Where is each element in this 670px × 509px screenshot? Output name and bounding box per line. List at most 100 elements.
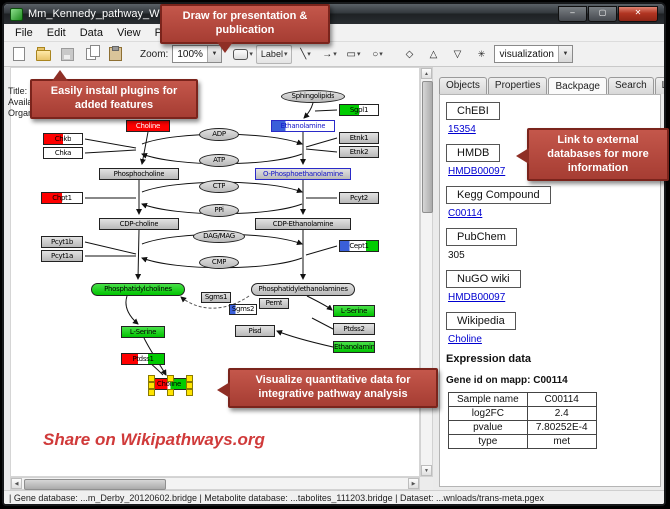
paste-button[interactable]	[104, 44, 126, 65]
rectangle-tool-button[interactable]	[342, 44, 364, 65]
template-inhibition-button[interactable]	[446, 44, 468, 65]
scroll-down-arrow-icon[interactable]	[421, 465, 432, 476]
scroll-left-arrow-icon[interactable]	[11, 478, 22, 489]
pathway-node-ctp[interactable]: CTP	[199, 180, 239, 193]
horizontal-scroll-thumb[interactable]	[24, 479, 166, 490]
pathway-node-choline[interactable]: Choline	[148, 375, 193, 396]
selection-handle[interactable]	[186, 382, 193, 389]
pathway-node-o-phosphoethanolamine[interactable]: O-Phosphoethanolamine	[255, 168, 351, 180]
backpage-value-kegg-compound[interactable]: C00114	[448, 208, 483, 219]
share-annotation-text: Share on Wikipathways.org	[43, 430, 265, 449]
pathway-node-l-serine[interactable]: L-Serine	[121, 326, 165, 338]
pathway-node-phosphatidylcholines[interactable]: Phosphatidylcholines	[91, 283, 185, 296]
scroll-right-arrow-icon[interactable]	[408, 478, 419, 489]
pathway-node-sphingolipids[interactable]: Sphingolipids	[281, 90, 345, 103]
pathway-node-ptdss2[interactable]: Ptdss2	[333, 323, 375, 335]
selection-handle[interactable]	[167, 389, 174, 396]
close-button[interactable]	[618, 6, 658, 22]
backpage-value-wikipedia[interactable]: Choline	[448, 334, 482, 345]
template-receptor-button[interactable]	[422, 44, 444, 65]
pathway-node-ptdss1[interactable]: Ptdss1	[121, 353, 165, 365]
selection-handle[interactable]	[148, 382, 155, 389]
pathway-node-pisd[interactable]: Pisd	[235, 325, 275, 337]
node-label: O-Phosphoethanolamine	[263, 170, 343, 178]
tab-objects[interactable]: Objects	[439, 77, 487, 94]
selection-handle[interactable]	[148, 375, 155, 382]
table-cell: pvalue	[448, 420, 528, 435]
app-icon	[10, 7, 23, 21]
menu-edit[interactable]: Edit	[46, 26, 66, 39]
pathway-node-choline[interactable]: Choline	[126, 120, 170, 132]
vertical-scroll-thumb[interactable]	[422, 81, 433, 213]
new-file-button[interactable]	[8, 44, 30, 65]
pathway-node-cdp-choline[interactable]: CDP-choline	[99, 218, 179, 230]
table-cell: C00114	[526, 392, 597, 407]
pathway-node-chka[interactable]: Chka	[43, 147, 83, 159]
pathway-node-cept1[interactable]: Cept1	[339, 240, 379, 252]
backpage-header-pubchem: PubChem	[446, 228, 517, 246]
line-tool-button[interactable]	[294, 44, 316, 65]
selection-handle[interactable]	[167, 375, 174, 382]
copy-button[interactable]	[80, 44, 102, 65]
pathway-node-l-serine[interactable]: L-Serine	[333, 305, 375, 317]
pathway-node-sgpl1[interactable]: Sgpl1	[339, 104, 379, 116]
backpage-value-chebi[interactable]: 15354	[448, 124, 476, 135]
label-tool-button[interactable]: Label	[255, 44, 293, 64]
pathway-node-phosphatidylethanolamines[interactable]: Phosphatidylethanolamines	[251, 283, 355, 296]
scroll-up-arrow-icon[interactable]	[421, 68, 432, 79]
tab-backpage[interactable]: Backpage	[548, 77, 607, 94]
pathway-node-adp[interactable]: ADP	[199, 128, 239, 141]
pathway-node-atp[interactable]: ATP	[199, 154, 239, 167]
visualization-combobox[interactable]: visualization	[494, 45, 573, 63]
menu-view[interactable]: View	[116, 26, 141, 39]
titlebar[interactable]: Mm_Kennedy_pathway_WP1771_45176.gpml	[4, 4, 664, 24]
ellipse-tool-button[interactable]	[366, 44, 388, 65]
pathway-node-dag-mag[interactable]: DAG/MAG	[193, 230, 245, 243]
pathway-node-sgms1[interactable]: Sgms1	[201, 292, 231, 303]
pathway-node-pemt[interactable]: Pemt	[259, 298, 289, 309]
pathway-node-ethanolamine[interactable]: Ethanolamine	[271, 120, 335, 132]
callout-visualize: Visualize quantitative data for integrat…	[217, 368, 438, 408]
pathway-node-phosphocholine[interactable]: Phosphocholine	[99, 168, 179, 180]
backpage-value-hmdb[interactable]: HMDB00097	[448, 166, 506, 177]
selection-handle[interactable]	[148, 389, 155, 396]
backpage-value-nugo-wiki[interactable]: HMDB00097	[448, 292, 506, 303]
pathway-node-ppi[interactable]: PPi	[199, 204, 239, 217]
pathway-node-etnk2[interactable]: Etnk2	[339, 146, 379, 158]
pathway-node-cdp-ethanolamine[interactable]: CDP-Ethanolamine	[255, 218, 351, 230]
pathway-node-chpt1[interactable]: Chpt1	[41, 192, 83, 204]
arrow-tool-button[interactable]	[318, 44, 340, 65]
node-label: Sphingolipids	[291, 92, 335, 100]
pathway-node-pcyt2[interactable]: Pcyt2	[339, 192, 379, 204]
menu-file[interactable]: File	[15, 26, 33, 39]
pathway-node-pcyt1b[interactable]: Pcyt1b	[41, 236, 83, 248]
pathway-node-ethanolamine[interactable]: Ethanolamine	[333, 341, 375, 353]
node-label: Ptdss2	[343, 325, 365, 333]
template-catalysis-button[interactable]	[470, 44, 492, 65]
canvas-horizontal-scrollbar[interactable]	[10, 477, 420, 490]
pathway-node-cmp[interactable]: CMP	[199, 256, 239, 269]
chevron-down-icon[interactable]	[557, 46, 572, 62]
canvas-vertical-scrollbar[interactable]	[420, 67, 433, 477]
minimize-button[interactable]	[558, 6, 587, 22]
node-label: Pisd	[248, 327, 262, 335]
save-button[interactable]	[56, 44, 78, 65]
datanode-tool-button[interactable]	[232, 44, 254, 65]
tab-legend[interactable]: Legend	[654, 77, 664, 94]
tab-search[interactable]: Search	[607, 77, 654, 94]
open-button[interactable]	[32, 44, 54, 65]
tab-properties[interactable]: Properties	[487, 77, 548, 94]
template-ligand-button[interactable]	[398, 44, 420, 65]
pathway-node-etnk1[interactable]: Etnk1	[339, 132, 379, 144]
pathway-node-sgms2[interactable]: Sgms2	[229, 304, 257, 315]
pathway-node-chkb[interactable]: Chkb	[43, 133, 83, 145]
node-label: CTP	[212, 182, 226, 190]
node-label: DAG/MAG	[203, 232, 235, 240]
pathway-node-pcyt1a[interactable]: Pcyt1a	[41, 250, 83, 262]
maximize-button[interactable]	[588, 6, 617, 22]
selection-handle[interactable]	[186, 389, 193, 396]
zoom-combobox[interactable]: 100%	[172, 45, 222, 63]
selection-handle[interactable]	[186, 375, 193, 382]
menu-data[interactable]: Data	[79, 26, 103, 39]
